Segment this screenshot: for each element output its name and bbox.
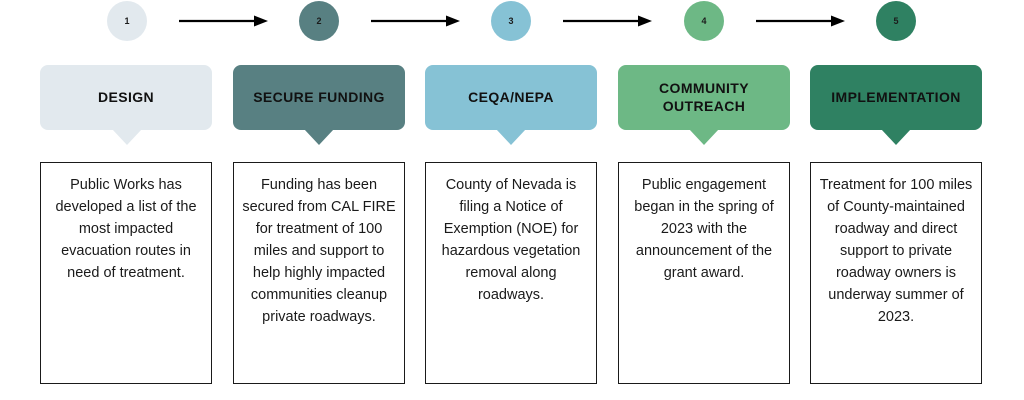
banner-tail [881,129,911,145]
step-circle-5: 5 [876,1,916,41]
step-description-box-secure-funding: Funding has been secured from CAL FIRE f… [233,162,405,384]
banner-tail [689,129,719,145]
step-number-5: 5 [893,16,899,26]
arrow-right-icon [563,15,652,27]
step-number-3: 3 [508,16,514,26]
banner-tail [304,129,334,145]
step-description-box-design: Public Works has developed a list of the… [40,162,212,384]
step-circle-2: 2 [299,1,339,41]
step-circle-1: 1 [107,1,147,41]
step-title-community-outreach: COMMUNITY OUTREACH [659,80,749,114]
arrow-right-icon [371,15,460,27]
step-banner-secure-funding: SECURE FUNDING [233,65,405,130]
step-description-ceqa-nepa: County of Nevada is filing a Notice of E… [441,177,581,304]
banner-tail [112,129,142,145]
step-circle-3: 3 [491,1,531,41]
step-description-box-ceqa-nepa: County of Nevada is filing a Notice of E… [425,162,597,384]
step-title-secure-funding: SECURE FUNDING [253,88,385,105]
step-description-implementation: Treatment for 100 miles of County-mainta… [819,177,973,326]
step-number-4: 4 [701,16,707,26]
step-banner-design: DESIGN [40,65,212,130]
step-number-2: 2 [316,16,322,26]
step-description-secure-funding: Funding has been secured from CAL FIRE f… [242,177,396,326]
banner-tail [496,129,526,145]
step-number-1: 1 [124,16,130,26]
step-title-implementation: IMPLEMENTATION [831,88,961,105]
step-description-design: Public Works has developed a list of the… [55,177,197,282]
step-banner-community-outreach: COMMUNITY OUTREACH [618,65,790,130]
step-description-box-implementation: Treatment for 100 miles of County-mainta… [810,162,982,384]
arrow-right-icon [179,15,268,27]
step-banner-ceqa-nepa: CEQA/NEPA [425,65,597,130]
step-description-box-community-outreach: Public engagement began in the spring of… [618,162,790,384]
step-title-design: DESIGN [97,88,155,105]
step-description-community-outreach: Public engagement began in the spring of… [634,177,774,282]
step-banner-implementation: IMPLEMENTATION [810,65,982,130]
step-title-ceqa-nepa: CEQA/NEPA [468,88,554,105]
arrow-right-icon [756,15,845,27]
step-circle-4: 4 [684,1,724,41]
